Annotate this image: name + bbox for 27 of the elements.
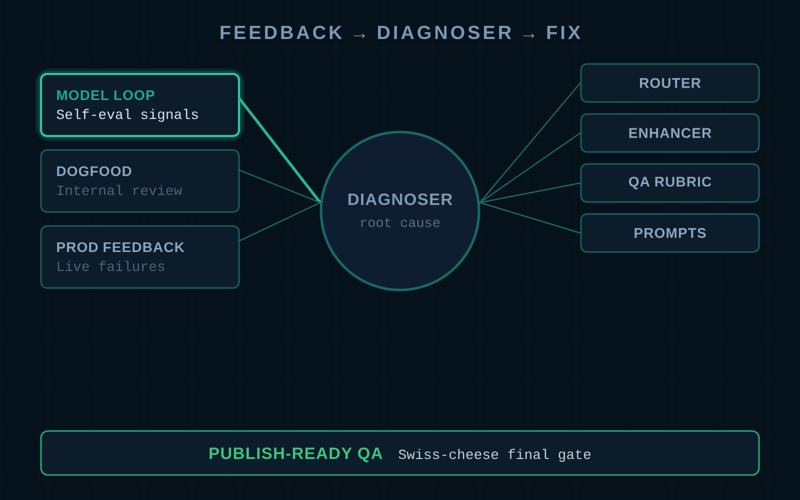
target-box: ROUTER: [580, 63, 760, 103]
gate-subtitle: Swiss-cheese final gate: [398, 448, 590, 462]
box-title: DOGFOOD: [57, 166, 132, 176]
target-box: QA RUBRIC: [580, 163, 760, 203]
box-subtitle: Internal review: [58, 184, 182, 196]
connector-line: [238, 97, 322, 204]
title: FEEDBACK → DIAGNOSER → FIX: [220, 26, 580, 40]
box-title: MODEL LOOP: [57, 90, 154, 100]
hub-circle: [320, 130, 480, 292]
box-title: PROD FEEDBACK: [57, 242, 184, 252]
box-subtitle: Live failures: [58, 260, 164, 272]
hub-title: DIAGNOSER: [348, 193, 452, 206]
source-box: [40, 225, 240, 289]
gate-bar: [40, 430, 760, 476]
connector-line: [238, 169, 320, 204]
connector-line: [479, 132, 581, 204]
connector-line: [480, 182, 580, 204]
hub-subtitle: root cause: [361, 218, 440, 228]
box-subtitle: Self-eval signals: [56, 108, 198, 122]
connector-line: [479, 82, 581, 203]
connector-line: [480, 202, 580, 234]
connector-line: [238, 202, 320, 242]
source-box: [40, 149, 240, 213]
source-box: [36, 68, 244, 142]
target-box: PROMPTS: [580, 213, 760, 253]
gate-title: PUBLISH-READY QA: [210, 447, 382, 462]
target-box: ENHANCER: [580, 113, 760, 153]
